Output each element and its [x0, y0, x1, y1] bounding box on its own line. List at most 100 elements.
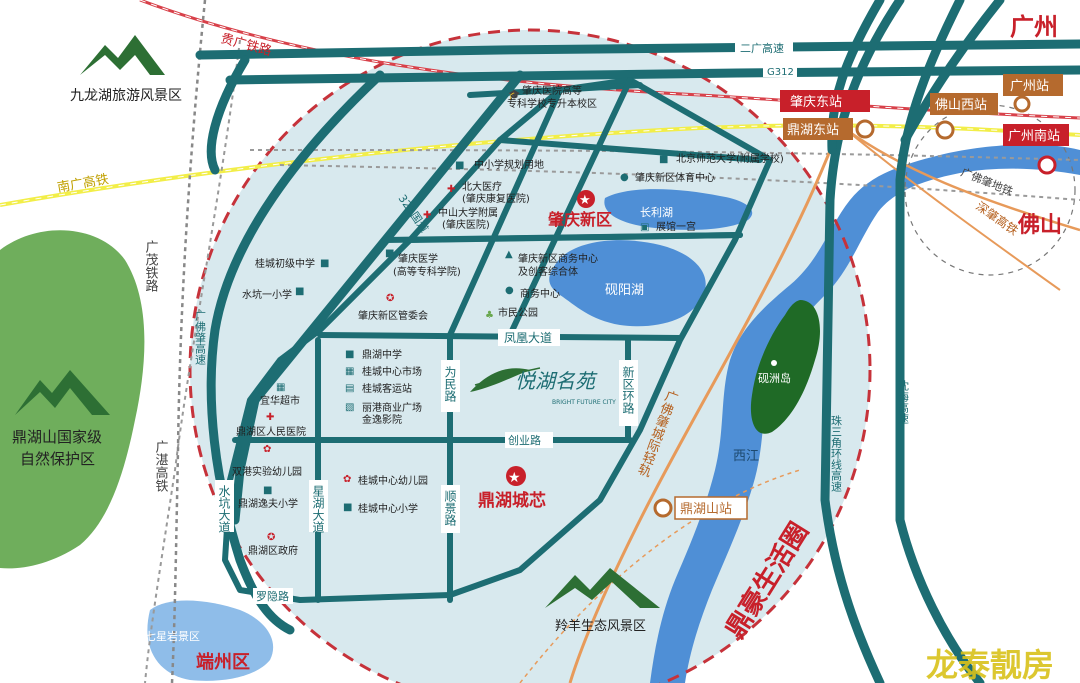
yanyang-lake-shape — [549, 240, 706, 327]
school-icon: ■ — [659, 154, 668, 165]
label-lingyang: 羚羊生态风景区 — [555, 618, 646, 634]
label-guangfozhao-highway: 广佛肇高速 — [194, 310, 207, 365]
school-icon: ■ — [385, 248, 394, 259]
poi-admin-committee: 肇庆新区管委会 — [358, 309, 428, 322]
svg-text:★: ★ — [508, 470, 521, 486]
label-dinghushan-1: 鼎湖山国家级 — [12, 428, 102, 446]
life-circle-boundary — [188, 28, 872, 683]
poi-exhibition: 展馆一宫 — [656, 220, 696, 233]
building-icon: ▲ — [505, 249, 513, 260]
poi-civic-park: 市民公园 — [498, 306, 538, 319]
label-chuangye-road: 创业路 — [508, 434, 541, 447]
school-icon: ■ — [295, 286, 304, 297]
star-icon: ✪ — [386, 293, 394, 304]
svg-text:广州站: 广州站 — [1010, 79, 1049, 94]
station-foshan-west: 佛山西站 — [930, 93, 998, 140]
xijiang-river — [650, 144, 1080, 683]
sports-icon: ● — [620, 172, 629, 183]
poi-lijiang-plaza-1: 丽港商业广场 — [362, 401, 422, 414]
label-yanyang-lake: 砚阳湖 — [605, 283, 644, 298]
label-dinghushan-2: 自然保护区 — [20, 450, 95, 468]
mall-icon: ▧ — [345, 402, 354, 413]
label-xinghu-road: 星湖大道 — [311, 485, 325, 533]
label-shuikeng-road: 水坑大道 — [217, 485, 231, 533]
poi-pku-medical-2: (肇庆康复医院) — [462, 192, 530, 205]
poi-dinghu-gov: 鼎湖区政府 — [248, 544, 298, 557]
guangzhan-railway — [144, 39, 241, 683]
erguang-highway — [195, 39, 1080, 60]
tree-icon: ♣ — [485, 310, 494, 321]
hospital-icon: ✚ — [423, 210, 431, 221]
star-icon: ★ — [506, 466, 526, 486]
label-zhusanjiao-highway: 珠三角环线高速 — [830, 414, 843, 492]
school-icon: ■ — [263, 485, 272, 496]
school-icon: ■ — [455, 160, 464, 171]
mountain-icon — [80, 35, 165, 75]
mall-icon: ▦ — [276, 382, 285, 393]
project-name: 悦湖名苑 — [515, 369, 598, 393]
poi-guicheng-primary-center: 桂城中心小学 — [358, 502, 418, 515]
dinghushan-reserve-area — [0, 230, 145, 569]
poi-business-hub: 商务中心 — [520, 287, 560, 300]
mountain-icon — [15, 370, 110, 415]
poi-guicheng-bus: 桂城客运站 — [362, 382, 412, 395]
label-qixingyan: 七星岩景区 — [145, 629, 200, 643]
label-guangzhan-railway: 广湛高铁 — [153, 440, 169, 492]
poi-sysu-hospital-1: 中山大学附属 — [438, 206, 498, 219]
shenhai-highway — [895, 0, 985, 683]
label-erguang-highway: 二广高速 — [740, 41, 784, 55]
label-shenhai-highway: 沈海高速 — [897, 379, 910, 424]
svg-text:肇庆东站: 肇庆东站 — [790, 95, 842, 110]
poi-business-center-1: 肇庆新区商务中心 — [518, 252, 598, 265]
label-yanzhou-island: 砚洲岛 — [758, 371, 791, 385]
poi-bnu-school: 北京师范大学(附属学校) — [676, 152, 784, 165]
poi-dinghu-hospital: 鼎湖区人民医院 — [236, 425, 306, 438]
watermark: 龙泰靓房 — [926, 646, 1054, 683]
poi-school-icon: 🎓 — [508, 89, 520, 101]
exhibition-icon: ▣ — [640, 222, 649, 233]
hospital-icon: ✚ — [266, 412, 274, 423]
label-g312: G312 — [767, 67, 794, 78]
label-fenghuang-road: 凤凰大道 — [504, 331, 552, 345]
poi-zhaoqing-medical-2: (高等专科学院) — [393, 265, 461, 278]
star-icon: ★ — [577, 190, 595, 208]
poi-zhaoqing-hospital-1: 肇庆医院高等 — [522, 84, 582, 97]
label-jiulonghu: 九龙湖旅游风景区 — [70, 88, 182, 104]
label-xinqu-ring-road: 新区环路 — [621, 365, 635, 415]
poi-guicheng-primary: 桂城初级中学 — [255, 257, 315, 270]
highway-network — [195, 0, 1080, 683]
poi-pku-medical-1: 北大医疗 — [462, 180, 502, 193]
g312-highway — [225, 65, 1080, 85]
label-guangzhou: 广州 — [1010, 13, 1058, 41]
poi-dinghu-yifu: 鼎湖逸夫小学 — [238, 497, 298, 510]
station-dinghu-east: 鼎湖东站 — [783, 118, 875, 140]
svg-text:鼎湖山站: 鼎湖山站 — [680, 502, 732, 517]
qixingyan-lake — [147, 600, 274, 681]
project-name-en: BRIGHT FUTURE CITY — [552, 399, 616, 406]
guangfo-intercity-rail — [568, 124, 842, 683]
station-dinghushan: 鼎湖山站 — [653, 496, 748, 520]
label-changli-lake: 长利湖 — [640, 206, 673, 219]
label-weimin-road: 为民路 — [443, 366, 457, 403]
label-shunjing-road: 顺景路 — [443, 490, 457, 527]
building-icon: ● — [505, 285, 514, 296]
label-luoyin-road: 罗隐路 — [256, 590, 289, 603]
hospital-icon: ✚ — [447, 184, 455, 195]
svg-text:鼎湖东站: 鼎湖东站 — [787, 123, 839, 138]
foshan-orbit — [904, 104, 1076, 276]
station-guangzhou: 广州站 — [1003, 74, 1063, 113]
guangmao-railway — [170, 0, 207, 683]
poi-primary-planning: 中小学规划用地 — [474, 158, 544, 171]
svg-text:广州南站: 广州南站 — [1008, 128, 1060, 144]
poi-huahua-mall: 宜华超市 — [260, 394, 300, 407]
poi-guicheng-market: 桂城中心市场 — [362, 365, 422, 378]
kinder-icon: ✿ — [343, 474, 351, 485]
school-icon: ■ — [345, 349, 354, 360]
label-dinghu-core: 鼎湖城芯 — [478, 490, 546, 511]
poi-shuanggang-kinder: 双港实验幼儿园 — [232, 465, 302, 478]
label-guangmao-railway: 广茂铁路 — [143, 240, 159, 292]
guangfozhao-highway — [206, 70, 385, 635]
school-icon: ■ — [343, 502, 352, 513]
